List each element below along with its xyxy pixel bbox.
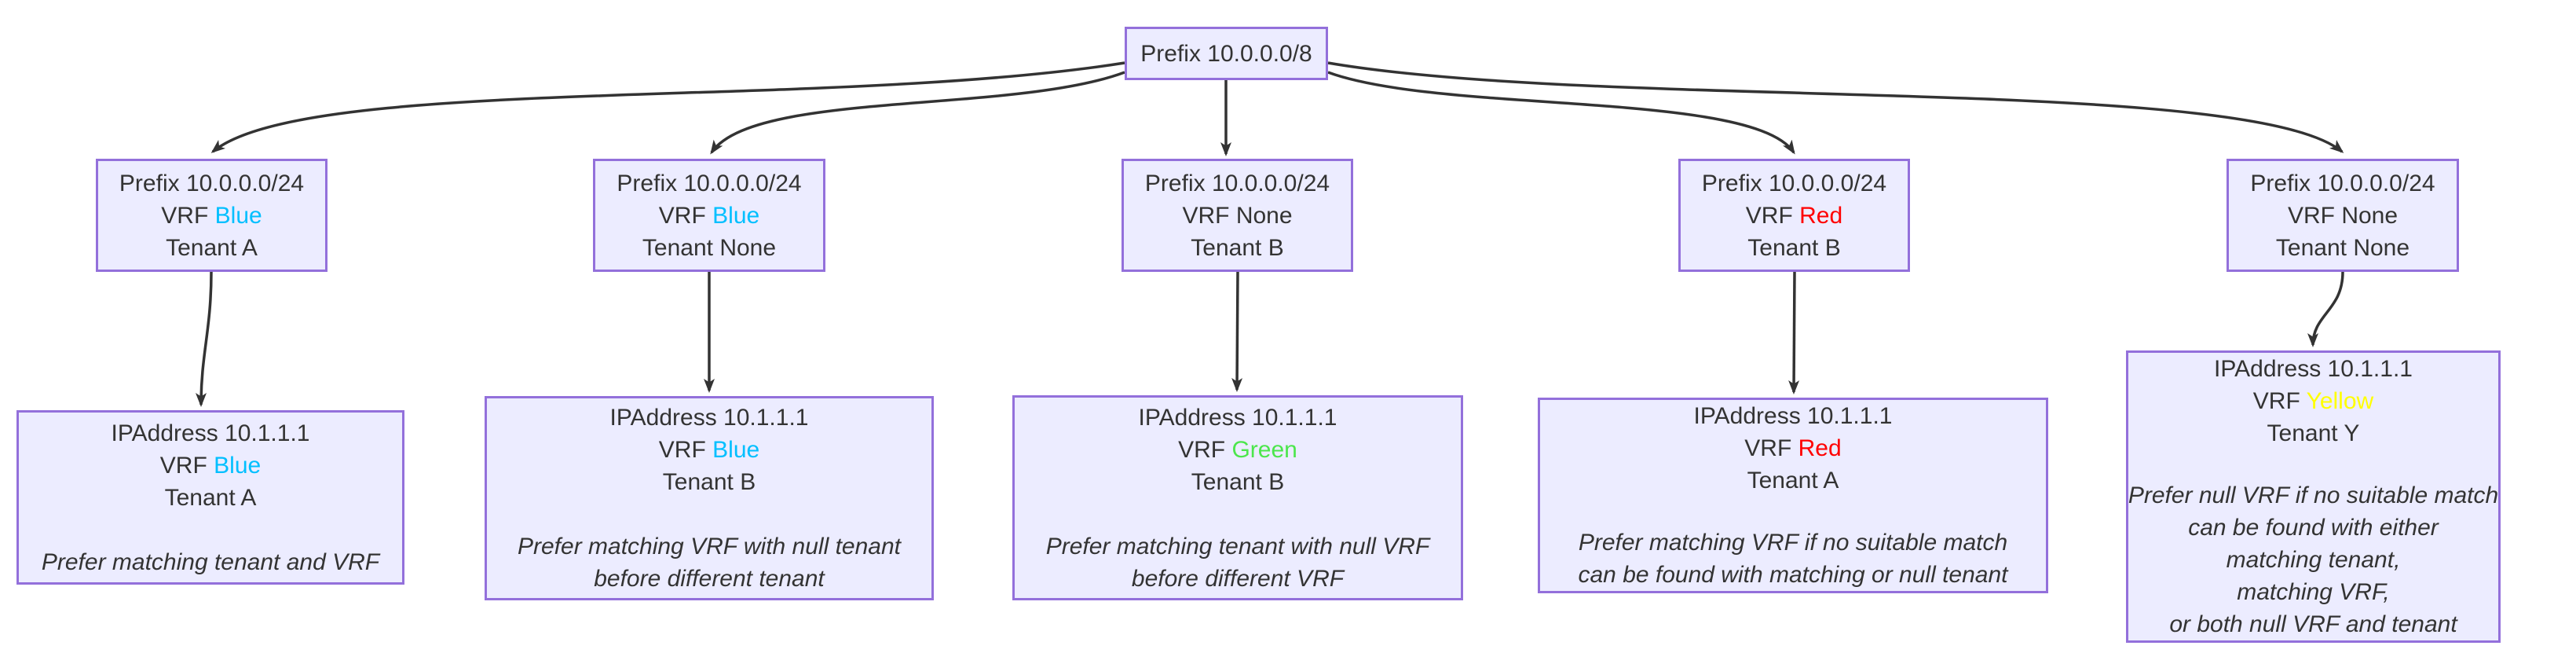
vrf-value: Red xyxy=(1798,435,1842,461)
node-title: Prefix 10.0.0.0/24 xyxy=(1701,170,1887,196)
node-title: IPAddress 10.1.1.1 xyxy=(2214,356,2413,382)
node-ipaddress-3: IPAddress 10.1.1.1 VRF Green Tenant B Pr… xyxy=(1012,395,1463,600)
vrf-label: VRF xyxy=(159,452,207,479)
tenant-line: Tenant B xyxy=(1747,234,1841,261)
vrf-label: VRF xyxy=(658,202,706,229)
node-title: IPAddress 10.1.1.1 xyxy=(1693,403,1893,429)
node-title: Prefix 10.0.0.0/24 xyxy=(119,170,305,196)
vrf-value: Blue xyxy=(214,452,262,479)
vrf-label: VRF xyxy=(161,202,209,229)
edge-root-to-prefix-5 xyxy=(1327,61,2344,153)
node-prefix-1: Prefix 10.0.0.0/24 VRF Blue Tenant A xyxy=(96,159,327,272)
edge-root-to-prefix-2 xyxy=(710,71,1125,155)
vrf-label: VRF xyxy=(2287,202,2335,229)
vrf-label: VRF xyxy=(658,437,706,463)
vrf-line: VRF Blue xyxy=(161,200,262,232)
vrf-value: Green xyxy=(1231,436,1297,463)
tenant-line: Tenant A xyxy=(164,484,257,511)
vrf-label: VRF xyxy=(1178,436,1226,463)
note-line: Prefer matching tenant and VRF xyxy=(41,548,380,575)
vrf-label: VRF xyxy=(1744,435,1792,461)
node-ipaddress-2: IPAddress 10.1.1.1 VRF Blue Tenant B Pre… xyxy=(485,396,934,600)
note-line: can be found with either xyxy=(2188,515,2439,541)
note-line: or both null VRF and tenant xyxy=(2169,611,2457,637)
vrf-value: None xyxy=(2341,202,2399,229)
node-prefix-3: Prefix 10.0.0.0/24 VRF None Tenant B xyxy=(1122,159,1353,272)
note-line: Prefer matching VRF if no suitable match xyxy=(1578,530,2008,556)
note-line: before different tenant xyxy=(594,566,825,592)
node-title: IPAddress 10.1.1.1 xyxy=(111,420,310,446)
tenant-line: Tenant None xyxy=(642,234,777,261)
vrf-label: VRF xyxy=(2252,388,2300,414)
node-ipaddress-1: IPAddress 10.1.1.1 VRF Blue Tenant A Pre… xyxy=(16,410,404,585)
node-title: Prefix 10.0.0.0/24 xyxy=(617,170,802,196)
vrf-line: VRF None xyxy=(1182,200,1292,232)
vrf-value: Red xyxy=(1799,202,1843,229)
tenant-line: Tenant B xyxy=(1191,468,1285,495)
node-title: Prefix 10.0.0.0/8 xyxy=(1140,40,1312,67)
tenant-line: Tenant Y xyxy=(2267,420,2360,446)
vrf-line: VRF Blue xyxy=(659,200,759,232)
vrf-label: VRF xyxy=(1182,202,1230,229)
note-line: before different VRF xyxy=(1131,565,1345,592)
node-prefix-root: Prefix 10.0.0.0/8 xyxy=(1125,27,1328,80)
vrf-line: VRF Blue xyxy=(160,449,261,482)
node-ipaddress-5: IPAddress 10.1.1.1 VRF Yellow Tenant Y P… xyxy=(2126,350,2501,643)
vrf-value: Blue xyxy=(712,202,760,229)
note-line: Prefer null VRF if no suitable match xyxy=(2128,482,2499,508)
vrf-value: Yellow xyxy=(2306,388,2374,414)
node-prefix-5: Prefix 10.0.0.0/24 VRF None Tenant None xyxy=(2227,159,2459,272)
vrf-line: VRF Green xyxy=(1178,434,1297,466)
note-line: matching VRF, xyxy=(2237,579,2390,605)
tenant-line: Tenant None xyxy=(2275,234,2410,261)
edge-root-to-prefix-1 xyxy=(210,61,1125,153)
tenant-line: Tenant A xyxy=(1747,468,1839,493)
note-line: Prefer matching VRF with null tenant xyxy=(517,534,901,559)
edge-root-to-prefix-4 xyxy=(1327,71,1795,155)
edge-prefix-3-to-ip-3 xyxy=(1231,271,1243,392)
vrf-line: VRF Red xyxy=(1744,432,1841,464)
node-prefix-4: Prefix 10.0.0.0/24 VRF Red Tenant B xyxy=(1678,159,1910,272)
edge-prefix-1-to-ip-1 xyxy=(196,271,213,407)
node-title: Prefix 10.0.0.0/24 xyxy=(2250,170,2435,196)
node-title: IPAddress 10.1.1.1 xyxy=(609,405,809,431)
tenant-line: Tenant B xyxy=(662,469,756,495)
vrf-value: Blue xyxy=(214,202,262,229)
note-line: matching tenant, xyxy=(2226,547,2401,573)
vrf-label: VRF xyxy=(1745,202,1793,229)
note-line: Prefer matching tenant with null VRF xyxy=(1045,533,1430,559)
tenant-line: Tenant B xyxy=(1191,234,1284,261)
node-title: IPAddress 10.1.1.1 xyxy=(1138,404,1337,431)
node-prefix-2: Prefix 10.0.0.0/24 VRF Blue Tenant None xyxy=(593,159,825,272)
vrf-line: VRF Red xyxy=(1746,200,1842,232)
node-ipaddress-4: IPAddress 10.1.1.1 VRF Red Tenant A Pref… xyxy=(1538,398,2048,593)
node-title: Prefix 10.0.0.0/24 xyxy=(1144,170,1330,196)
vrf-line: VRF Yellow xyxy=(2253,385,2373,417)
vrf-value: Blue xyxy=(712,437,760,463)
tenant-line: Tenant A xyxy=(166,234,258,261)
vrf-line: VRF Blue xyxy=(659,434,759,466)
vrf-value: None xyxy=(1235,202,1293,229)
edge-prefix-5-to-ip-5 xyxy=(2307,271,2344,347)
edge-prefix-4-to-ip-4 xyxy=(1788,271,1800,394)
note-line: can be found with matching or null tenan… xyxy=(1578,562,2008,588)
vrf-line: VRF None xyxy=(2288,200,2398,232)
